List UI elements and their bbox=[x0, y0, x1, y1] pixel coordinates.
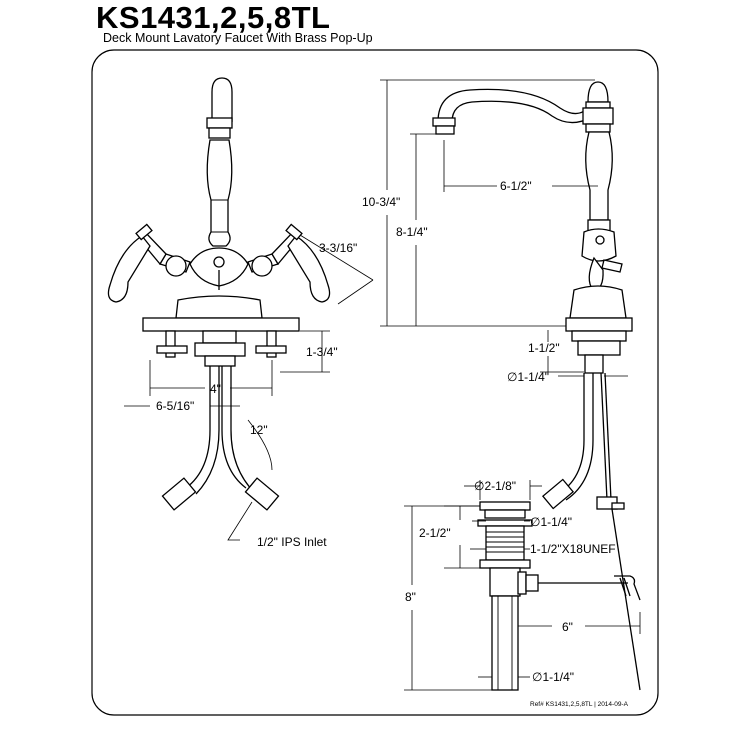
dim-drain-thread-length: 2-1/2" bbox=[419, 526, 451, 540]
dim-spout-height: 8-1/4" bbox=[396, 225, 428, 239]
dim-center-spacing: 4" bbox=[210, 382, 221, 396]
dim-overall-width: 6-5/16" bbox=[156, 399, 194, 413]
dim-tailpiece-dia: ∅1-1/4" bbox=[532, 670, 574, 684]
dim-supply-length: 12" bbox=[250, 423, 268, 437]
dim-handle-height: 3-3/16" bbox=[319, 241, 357, 255]
dim-shank-dia: ∅1-1/4" bbox=[507, 370, 549, 384]
dim-spout-reach: 6-1/2" bbox=[500, 179, 532, 193]
front-view-faucet bbox=[107, 77, 331, 511]
popup-drain bbox=[477, 501, 641, 691]
front-view-dimensions bbox=[124, 234, 374, 541]
drain-dimensions bbox=[404, 480, 641, 691]
dim-drain-thread: 1-1/2"X18UNEF bbox=[530, 542, 616, 556]
dim-drain-body-dia: ∅1-1/4" bbox=[530, 515, 572, 529]
dim-rod-length: 6" bbox=[562, 620, 573, 634]
drawing-frame bbox=[91, 49, 659, 716]
dim-overall-height: 10-3/4" bbox=[362, 195, 400, 209]
dim-drain-height: 8" bbox=[405, 590, 416, 604]
dim-inlet: 1/2" IPS Inlet bbox=[257, 535, 327, 549]
product-subtitle: Deck Mount Lavatory Faucet With Brass Po… bbox=[103, 31, 373, 45]
reference-code: Ref# KS1431,2,5,8TL | 2014-09-A bbox=[530, 701, 629, 708]
side-view-dimensions bbox=[380, 79, 628, 377]
dim-deck-to-nut: 1-3/4" bbox=[306, 345, 338, 359]
dim-drain-flange-dia: ∅2-1/8" bbox=[474, 479, 516, 493]
product-title: KS1431,2,5,8TL bbox=[96, 0, 331, 35]
dim-shank-length: 1-1/2" bbox=[528, 341, 560, 355]
side-view-faucet bbox=[432, 81, 641, 691]
